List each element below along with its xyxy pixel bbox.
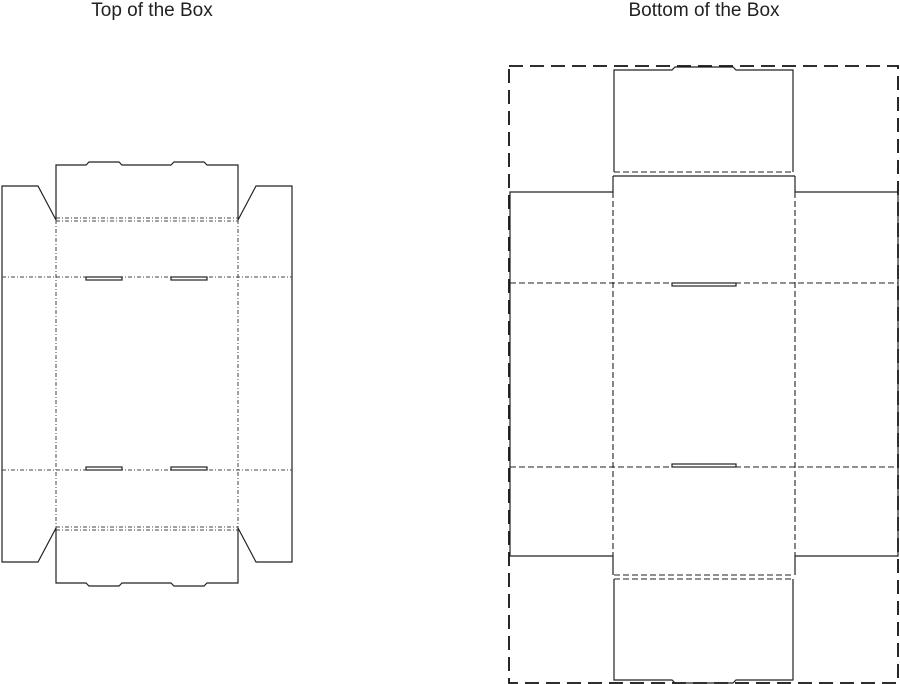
top-box-title: Top of the Box xyxy=(91,0,213,21)
slot xyxy=(671,463,737,468)
slot xyxy=(85,466,123,471)
bottom-box-outline xyxy=(509,66,899,684)
slot xyxy=(85,276,123,281)
top-box-dieline xyxy=(1,161,293,587)
slot xyxy=(170,466,208,471)
bottom-box-title: Bottom of the Box xyxy=(628,0,780,21)
bleed-border xyxy=(508,65,899,684)
bottom-box-dieline xyxy=(508,65,899,684)
slot xyxy=(170,276,208,281)
slot xyxy=(671,282,737,287)
top-box-outline xyxy=(1,161,293,587)
